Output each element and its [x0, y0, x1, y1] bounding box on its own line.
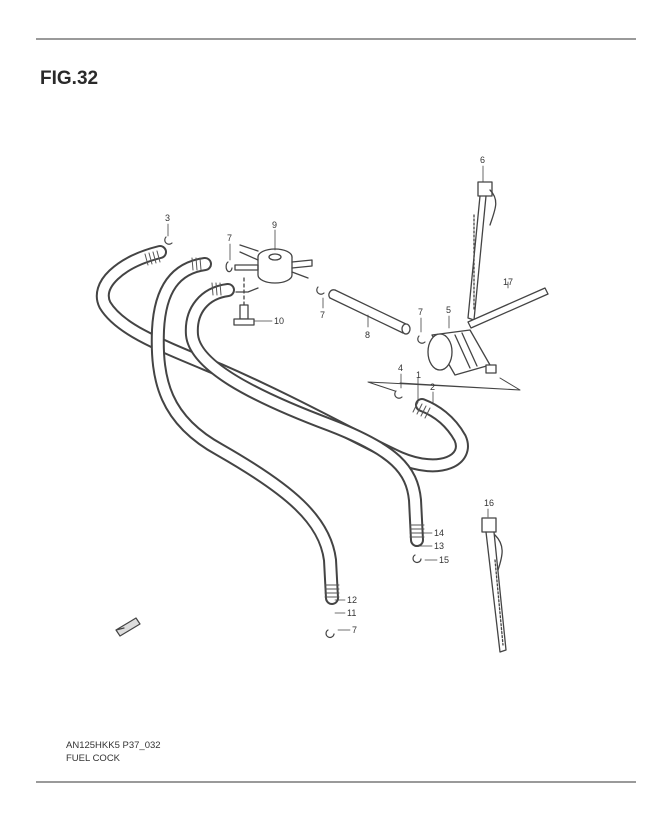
fuel-cock-icon — [234, 244, 313, 293]
callout-14: 14 — [434, 528, 444, 538]
callout-7a: 7 — [227, 233, 232, 243]
leader-lines — [167, 165, 509, 631]
bolt-icon — [233, 274, 255, 326]
diagram-name: FUEL COCK — [66, 753, 121, 764]
callout-7d: 7 — [352, 625, 357, 635]
callout-7c: 7 — [418, 307, 423, 317]
fuel-filter-icon — [427, 329, 497, 376]
leader-bracket — [367, 377, 521, 392]
pipe-icon — [328, 289, 411, 335]
callout-4: 4 — [398, 363, 403, 373]
callout-17: 17 — [503, 277, 513, 287]
callout-5: 5 — [446, 305, 451, 315]
hose-clamp-bands — [144, 250, 431, 598]
cable-tie-icon — [467, 181, 497, 321]
callout-7b: 7 — [320, 310, 325, 320]
rubber-strip-icon — [467, 287, 549, 329]
callout-1: 1 — [416, 370, 421, 380]
callout-10: 10 — [274, 316, 284, 326]
callout-11: 11 — [347, 608, 356, 618]
callout-15: 15 — [439, 555, 449, 565]
fuel-hose-12 — [150, 257, 339, 605]
bottom-rule — [36, 781, 636, 783]
top-rule — [36, 38, 636, 40]
front-arrow-icon — [115, 617, 141, 637]
diagram-code: AN125HKK5 P37_032 — [66, 740, 161, 751]
callout-3: 3 — [165, 213, 170, 223]
clip-icons — [164, 236, 426, 638]
fuel-hose-14 — [184, 283, 424, 547]
callout-8: 8 — [365, 330, 370, 340]
figure-title: FIG.32 — [40, 68, 99, 89]
callout-16: 16 — [484, 498, 494, 508]
callout-12: 12 — [347, 595, 357, 605]
cable-tie-icon — [481, 517, 507, 653]
callout-9: 9 — [272, 220, 277, 230]
callout-2: 2 — [430, 382, 435, 392]
callout-13: 13 — [434, 541, 444, 551]
callout-6: 6 — [480, 155, 485, 165]
